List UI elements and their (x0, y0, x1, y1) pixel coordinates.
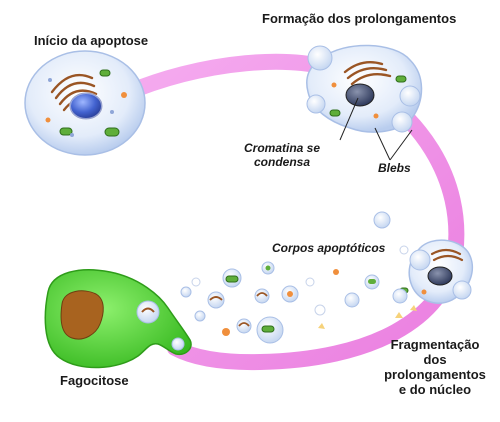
label-blebs: Blebs (378, 161, 411, 175)
label-fragmentacao-line2: dos (423, 351, 447, 367)
label-formacao: Formação dos prolongamentos (262, 11, 457, 26)
label-fragmentacao-line4: e do núcleo (398, 381, 472, 397)
label-corpos: Corpos apoptóticos (272, 241, 386, 255)
mitochondria-icon (59, 69, 120, 137)
cell-blebbing (306, 44, 423, 133)
label-cromatina-line2: condensa (253, 154, 310, 169)
callout-lines (339, 97, 413, 161)
label-fragmentacao-line1: Fragmentação (390, 337, 480, 352)
label-fragmentacao: Fragmentação dos prolongamentos e do núc… (382, 337, 488, 398)
apoptotic-bodies (180, 211, 417, 344)
phagocyte (44, 269, 192, 369)
label-fagocitose: Fagocitose (60, 373, 129, 388)
cell-fragmenting (399, 239, 473, 304)
condensed-nucleus-icon (345, 83, 375, 107)
label-fragmentacao-line3: prolongamentos (384, 366, 486, 382)
label-cromatina: Cromatina se condensa (236, 141, 328, 170)
pathway-band (112, 53, 465, 371)
label-cromatina-line1: Cromatina se (243, 141, 321, 155)
cell-initial (24, 50, 146, 156)
label-inicio: Início da apoptose (34, 33, 149, 48)
